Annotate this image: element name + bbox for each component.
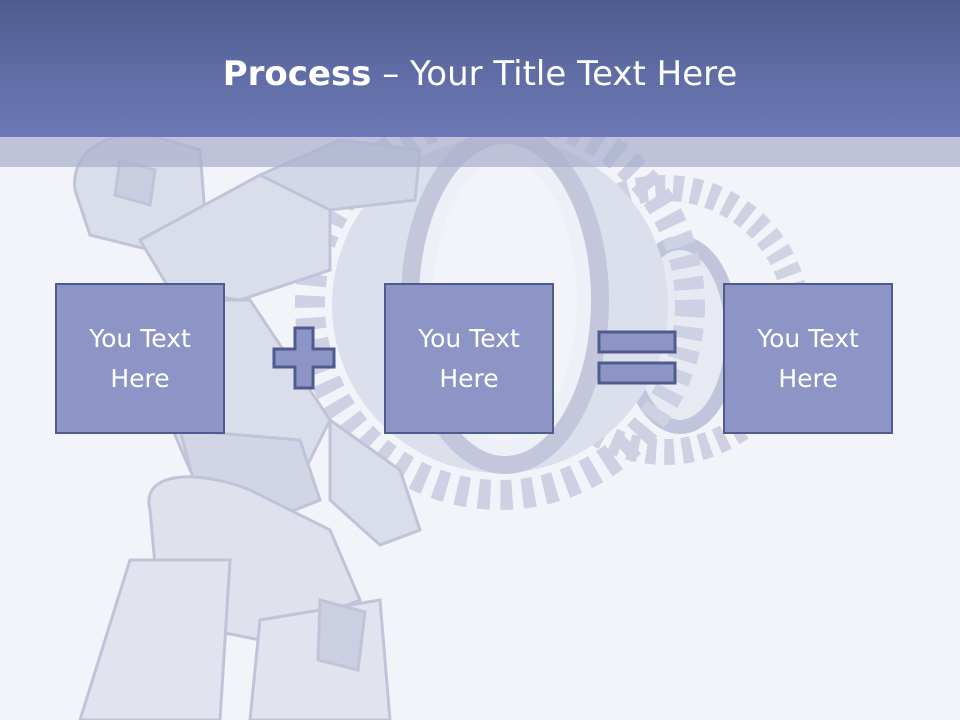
equals-icon[interactable] bbox=[597, 330, 677, 385]
robot-figure bbox=[73, 132, 422, 720]
plus-icon[interactable] bbox=[272, 326, 336, 390]
process-box-1-text: You Text Here bbox=[89, 323, 191, 393]
process-box-3-text: You Text Here bbox=[757, 323, 859, 393]
process-box-1[interactable]: You Text Here bbox=[55, 283, 225, 434]
slide-title[interactable]: Process – Your Title Text Here bbox=[0, 50, 960, 98]
title-bar bbox=[0, 0, 960, 137]
process-box-2[interactable]: You Text Here bbox=[384, 283, 554, 434]
process-box-3[interactable]: You Text Here bbox=[723, 283, 893, 434]
title-bold-text: Process bbox=[222, 54, 372, 94]
title-accent-strip bbox=[0, 137, 960, 167]
process-box-2-text: You Text Here bbox=[418, 323, 520, 393]
title-regular-text: – Your Title Text Here bbox=[371, 54, 738, 94]
